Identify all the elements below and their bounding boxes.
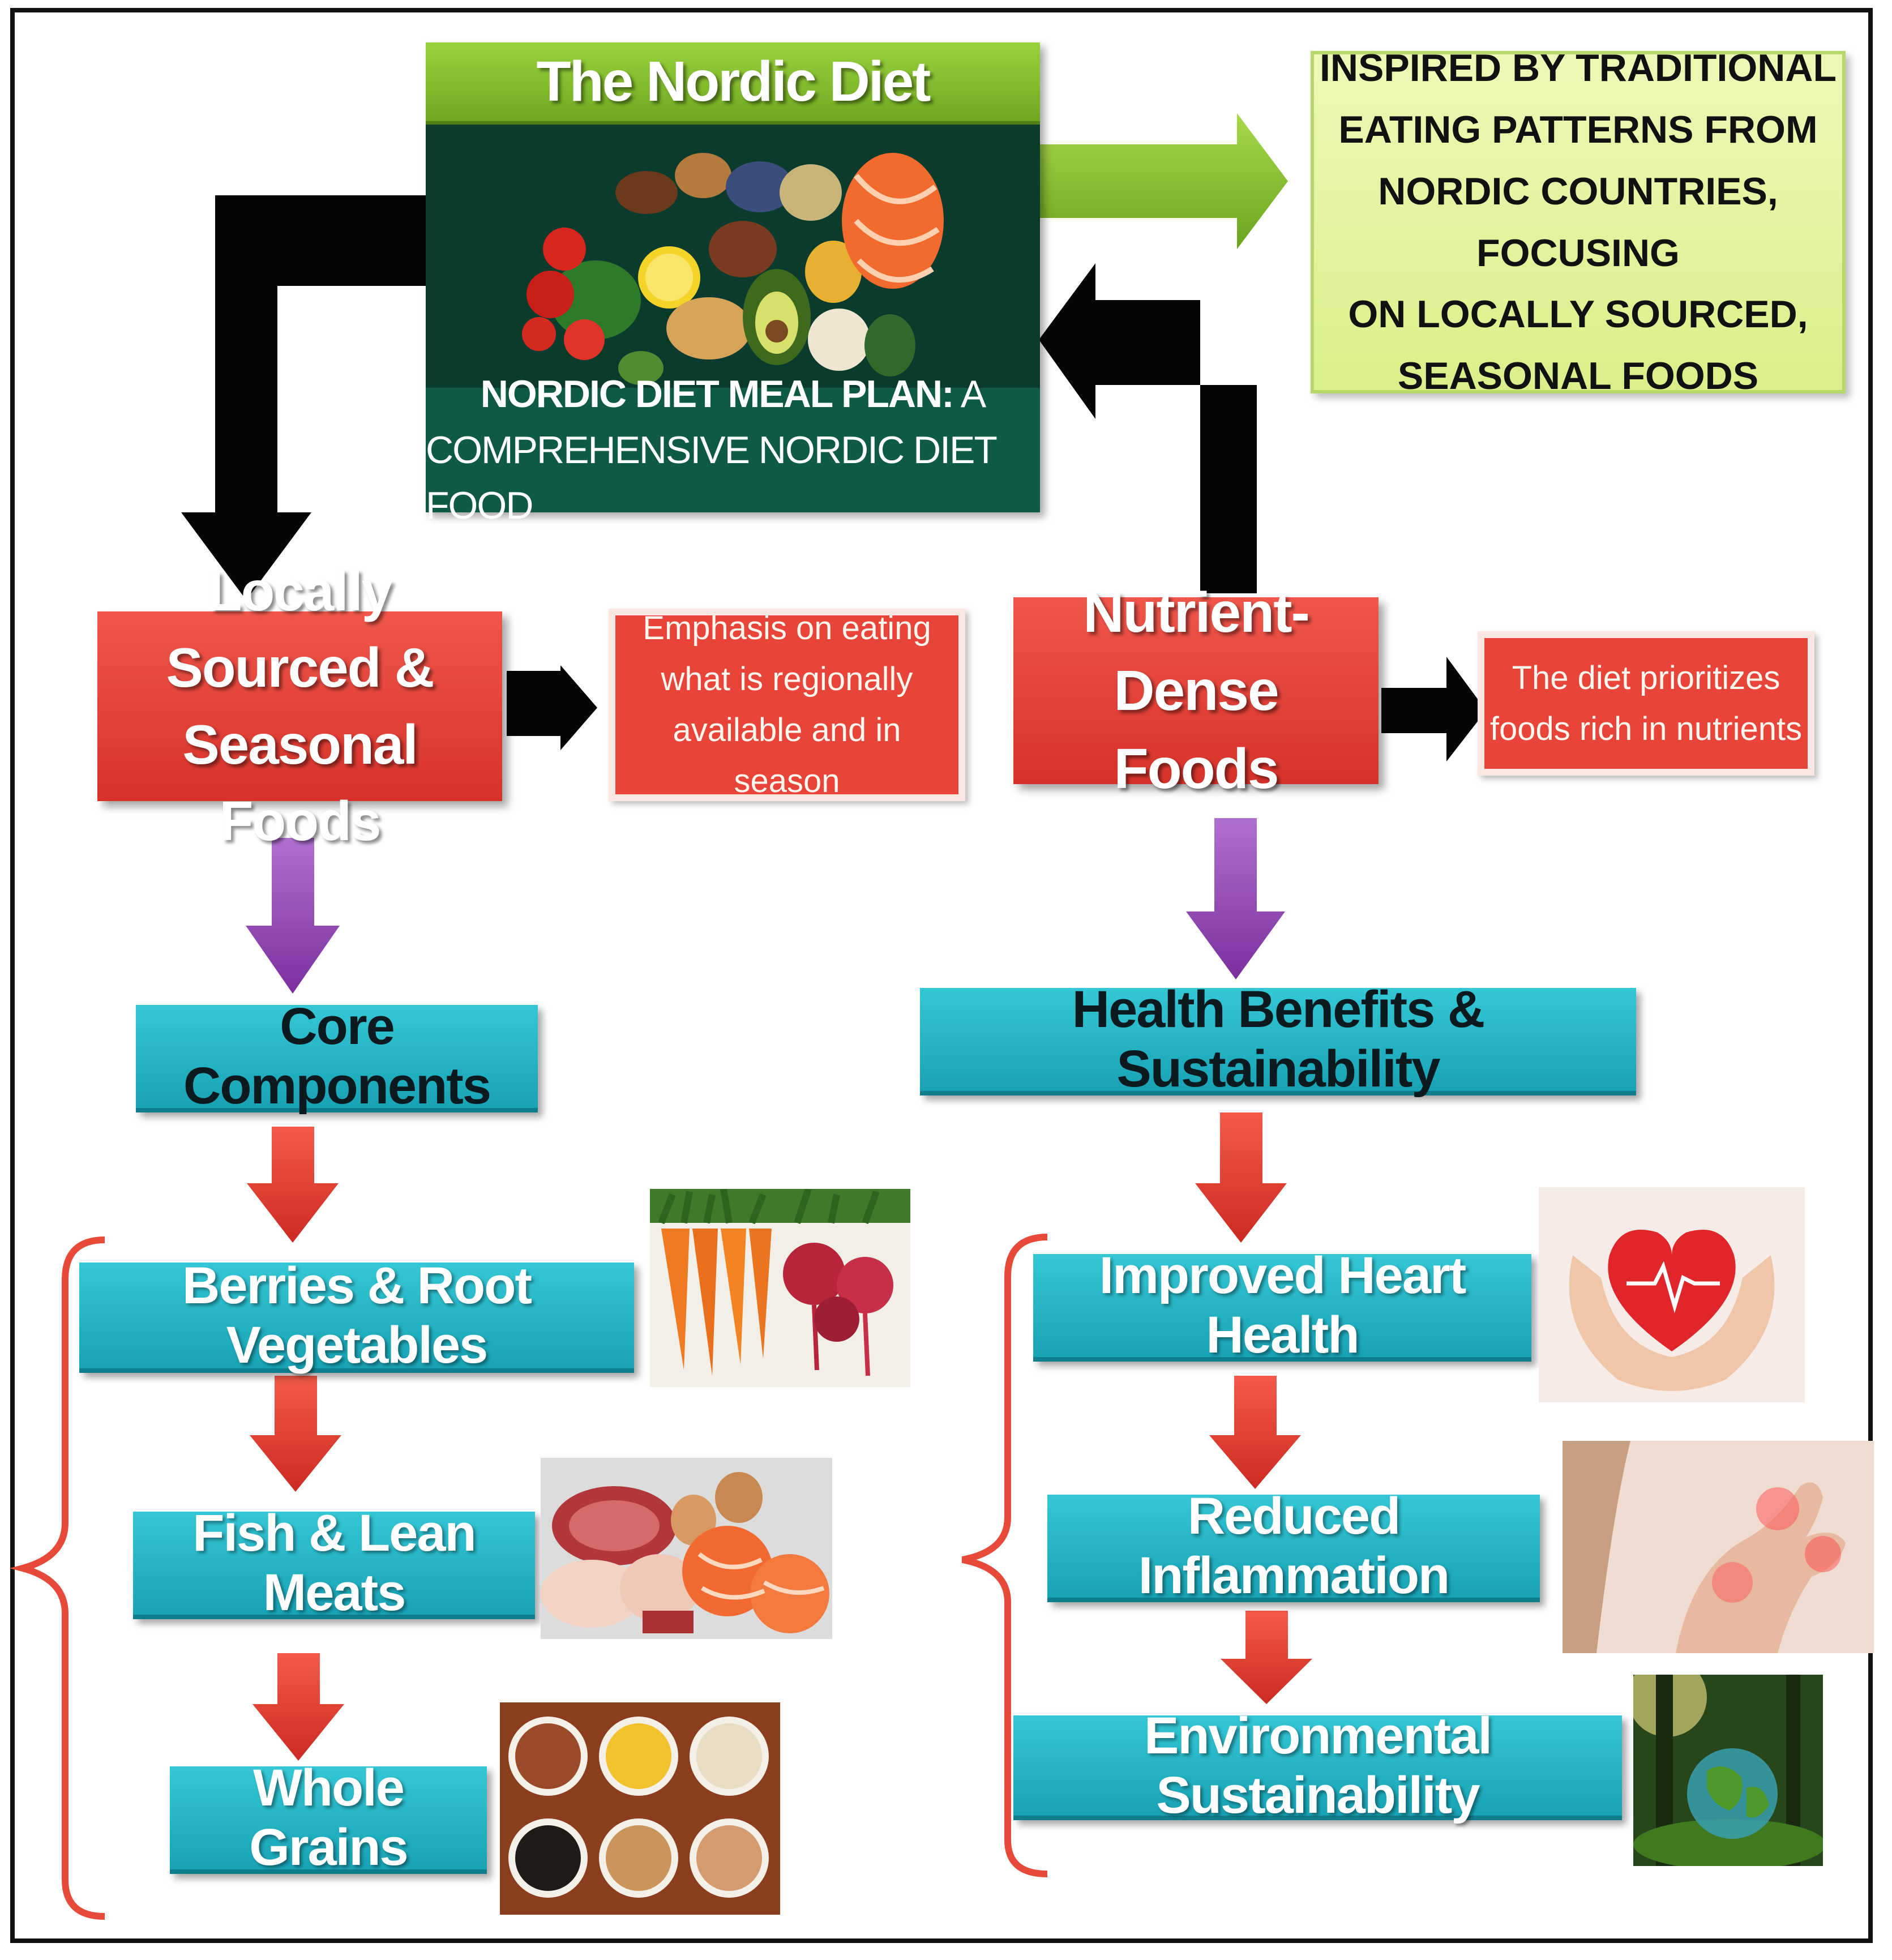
item-label: Improved Heart Health bbox=[1099, 1247, 1467, 1364]
root-vegetables-illustration bbox=[650, 1189, 910, 1376]
nordic-food-photo bbox=[516, 130, 952, 391]
sustainability-photo bbox=[1633, 1675, 1823, 1866]
left-title-text: Locally Sourced & Seasonal Foods bbox=[166, 560, 434, 852]
description-box: INSPIRED BY TRADITIONAL EATING PATTERNS … bbox=[1311, 46, 1846, 397]
core-components-box: Core Components bbox=[136, 998, 538, 1115]
caption-line-2: COMPREHENSIVE NORDIC DIET FOOD bbox=[426, 428, 997, 528]
health-benefits-label: Health Benefits & Sustainability bbox=[1072, 981, 1486, 1098]
item-whole-grains: Whole Grains bbox=[170, 1759, 487, 1876]
whole-grains-illustration bbox=[508, 1717, 769, 1898]
whole-grains-photo bbox=[500, 1702, 780, 1915]
purple-down-arrow-right bbox=[1186, 818, 1285, 979]
green-right-arrow bbox=[1039, 113, 1288, 249]
right-title-box: Nutrient-Dense Foods bbox=[1013, 581, 1379, 801]
food-illustration bbox=[522, 153, 944, 385]
root-vegetables-photo bbox=[650, 1189, 910, 1387]
item-environmental-sustainability: Environmental Sustainability bbox=[1013, 1707, 1622, 1824]
globe-forest-illustration bbox=[1633, 1675, 1823, 1866]
heart-health-photo bbox=[1539, 1187, 1805, 1402]
red-down-arrow-right-3 bbox=[1221, 1611, 1312, 1704]
header-title-bar: The Nordic Diet bbox=[426, 42, 1040, 125]
inflammation-photo bbox=[1563, 1441, 1874, 1653]
caption-bold: NORDIC DIET MEAL PLAN: bbox=[480, 373, 954, 416]
red-down-arrow-left-1 bbox=[247, 1127, 339, 1243]
fish-meats-illustration bbox=[541, 1472, 829, 1633]
right-curly-bracket bbox=[961, 1234, 1048, 1877]
fish-meats-photo bbox=[541, 1458, 832, 1639]
item-fish-lean-meats: Fish & Lean Meats bbox=[133, 1504, 535, 1621]
caption-tail: A bbox=[953, 373, 986, 416]
caption-line-1: NORDIC DIET MEAL PLAN: A bbox=[480, 366, 986, 422]
black-right-arrow-left bbox=[507, 665, 597, 750]
red-down-arrow-left-3 bbox=[252, 1653, 344, 1761]
health-benefits-box: Health Benefits & Sustainability bbox=[920, 981, 1636, 1098]
red-down-arrow-right-2 bbox=[1209, 1376, 1301, 1489]
black-elbow-arrow-left bbox=[181, 195, 430, 600]
header-caption: NORDIC DIET MEAL PLAN: A COMPREHENSIVE N… bbox=[426, 373, 1040, 527]
left-curly-bracket bbox=[9, 1236, 105, 1920]
red-down-arrow-right-1 bbox=[1195, 1112, 1287, 1243]
item-label: Whole Grains bbox=[249, 1759, 408, 1876]
diagram-frame bbox=[10, 8, 1873, 1943]
left-note-box: Emphasis on eating what is regionally av… bbox=[609, 609, 965, 801]
header-block: The Nordic Diet bbox=[426, 42, 1040, 527]
item-label: Fish & Lean Meats bbox=[192, 1504, 476, 1621]
inflamed-hands-illustration bbox=[1563, 1441, 1846, 1653]
item-reduced-inflammation: Reduced Inflammation bbox=[1047, 1487, 1540, 1604]
right-note-box: The diet prioritizes foods rich in nutri… bbox=[1478, 631, 1814, 776]
black-elbow-arrow-right bbox=[1039, 263, 1257, 593]
purple-down-arrow-left bbox=[246, 838, 340, 994]
item-label: Environmental Sustainability bbox=[1144, 1706, 1492, 1824]
item-label: Reduced Inflammation bbox=[1138, 1487, 1450, 1604]
right-title-text: Nutrient-Dense Foods bbox=[1083, 581, 1310, 801]
left-title-box: Locally Sourced & Seasonal Foods bbox=[97, 560, 502, 852]
item-label: Berries & Root Vegetables bbox=[182, 1256, 532, 1374]
page-title: The Nordic Diet bbox=[536, 50, 931, 113]
black-right-arrow-right bbox=[1381, 657, 1486, 761]
item-improved-heart-health: Improved Heart Health bbox=[1033, 1247, 1531, 1364]
item-berries-root-vegetables: Berries & Root Vegetables bbox=[79, 1257, 634, 1374]
core-components-label: Core Components bbox=[183, 998, 491, 1115]
heart-hands-illustration bbox=[1569, 1230, 1775, 1391]
red-down-arrow-left-2 bbox=[250, 1376, 341, 1492]
